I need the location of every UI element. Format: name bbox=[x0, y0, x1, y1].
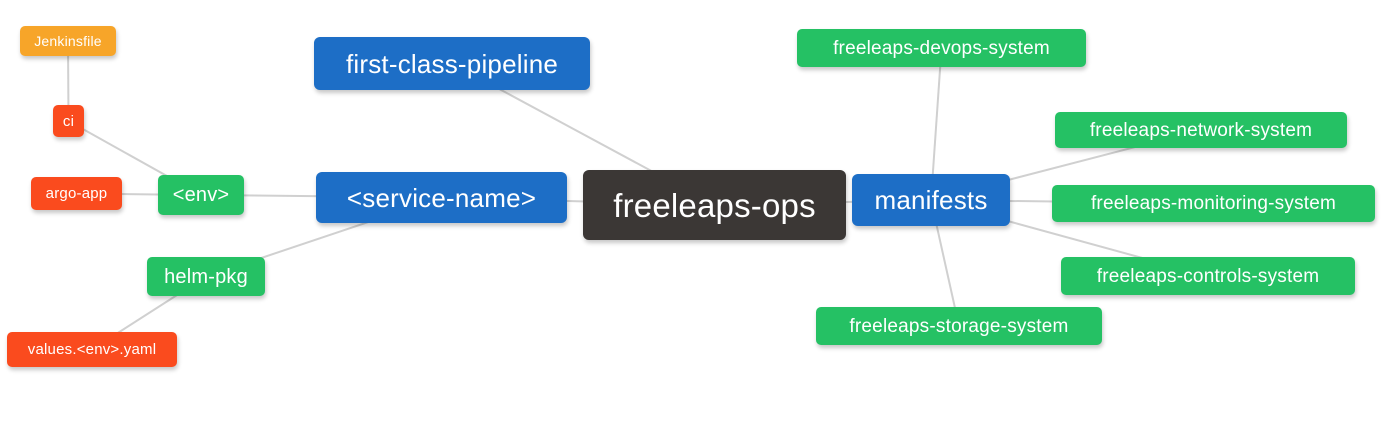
mindmap-node-freeleaps-monitoring-system[interactable]: freeleaps-monitoring-system bbox=[1052, 185, 1375, 222]
mindmap-node-env[interactable]: <env> bbox=[158, 175, 244, 215]
mindmap-node-values-env-yaml[interactable]: values.<env>.yaml bbox=[7, 332, 177, 367]
mindmap-root-node-freeleaps-ops[interactable]: freeleaps-ops bbox=[583, 170, 846, 240]
mindmap-node-helm-pkg[interactable]: helm-pkg bbox=[147, 257, 265, 296]
mindmap-node-manifests[interactable]: manifests bbox=[852, 174, 1010, 226]
mindmap-node-service-name[interactable]: <service-name> bbox=[316, 172, 567, 223]
mindmap-node-ci[interactable]: ci bbox=[53, 105, 84, 137]
mindmap-node-freeleaps-network-system[interactable]: freeleaps-network-system bbox=[1055, 112, 1347, 148]
mindmap-node-freeleaps-devops-system[interactable]: freeleaps-devops-system bbox=[797, 29, 1086, 67]
mindmap-node-argo-app[interactable]: argo-app bbox=[31, 177, 122, 210]
mindmap-node-first-class-pipeline[interactable]: first-class-pipeline bbox=[314, 37, 590, 90]
mindmap-node-jenkinsfile[interactable]: Jenkinsfile bbox=[20, 26, 116, 56]
mindmap-node-freeleaps-storage-system[interactable]: freeleaps-storage-system bbox=[816, 307, 1102, 345]
mindmap-node-freeleaps-controls-system[interactable]: freeleaps-controls-system bbox=[1061, 257, 1355, 295]
